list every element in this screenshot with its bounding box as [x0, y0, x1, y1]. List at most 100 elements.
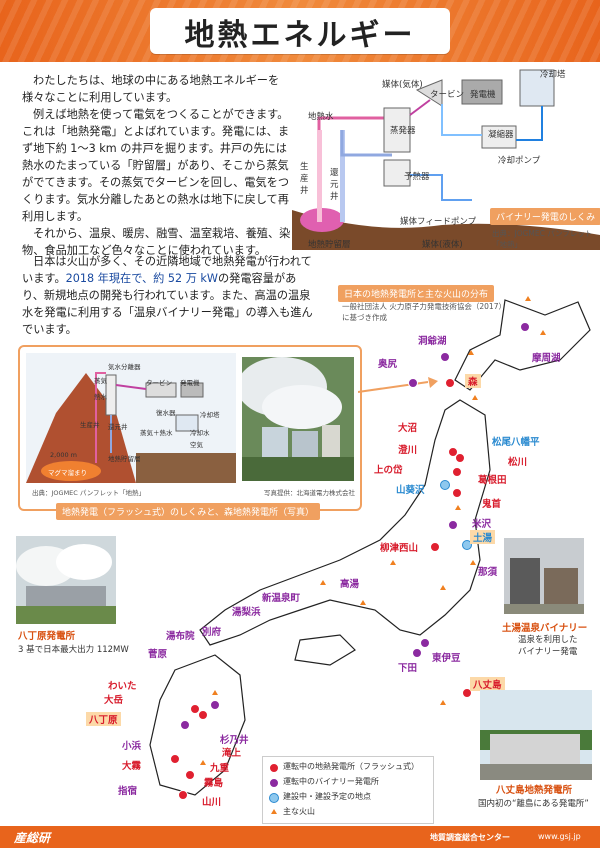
binary-label-cooling-pump: 冷却ポンプ — [498, 156, 541, 166]
marker-otake — [198, 710, 208, 720]
label-yufuin: 湯布院 — [166, 631, 195, 642]
marker-okushiri — [408, 378, 418, 388]
label-otake: 大岳 — [104, 695, 124, 706]
flash-source-left: 出典：JOGMEC パンフレット「地熱」 — [32, 489, 146, 497]
marker-yamagawa — [178, 790, 188, 800]
marker-beppu — [210, 700, 220, 710]
label-hachijo: 八丈島 — [470, 677, 505, 691]
label-shimoda: 下田 — [398, 663, 418, 674]
footer-url[interactable]: www.gsj.jp — [538, 832, 581, 841]
binary-label-turbine: タービン — [430, 90, 465, 100]
marker-obama — [180, 720, 190, 730]
label-matsuo: 松尾八幡平 — [492, 437, 540, 448]
flash-label-separator: 気水分離器 — [108, 363, 141, 371]
flash-label-steam-hot: 蒸気＋熱水 — [140, 429, 173, 437]
volcano-icon — [455, 505, 461, 510]
marker-hachijo — [462, 688, 472, 698]
flash-caption: 地熱発電（フラッシュ式）のしくみと、森地熱発電所（写真） — [56, 503, 321, 520]
label-waita: わいた — [108, 681, 137, 692]
hatchobaru-photo — [16, 536, 116, 624]
volcano-icon — [525, 296, 531, 301]
label-takayu: 高湯 — [340, 579, 360, 590]
binary-label-reinjection-well: 還元井 — [330, 168, 339, 202]
flash-label-water: 熱水 — [94, 393, 107, 401]
marker-yamakuzawa — [440, 480, 450, 490]
legend-purple-dot — [269, 778, 279, 788]
flash-label-reservoir: 地熱貯留層 — [108, 455, 141, 463]
label-higashiizu: 東伊豆 — [432, 653, 461, 664]
binary-label-reservoir: 地熱貯留層 — [308, 240, 351, 250]
intro-text: わたしたちは、地球の中にある地熱エネルギーを様々なことに利用しています。 例えば… — [22, 72, 292, 259]
binary-diagram: 媒体(気体) タービン 発電機 冷却塔 地熱水 蒸発器 凝縮器 冷却ポンプ 生産… — [292, 60, 600, 250]
volcano-icon — [540, 330, 546, 335]
label-uenotai: 上の岱 — [374, 465, 403, 476]
label-yanaizu: 柳津西山 — [380, 543, 419, 554]
flash-label-air: 空気 — [190, 441, 203, 449]
flash-diagram-svg — [26, 353, 236, 483]
intro-para-3: それから、温泉、暖房、融雪、温室栽培、養殖、染物、食品加工など色々なことに使われ… — [22, 227, 291, 257]
binary-label-production-well: 生産井 — [300, 162, 309, 196]
marker-toya — [440, 352, 450, 362]
marker-higashiizu — [420, 638, 430, 648]
japan-text-a: 日本は火山が多く、その近隣地域で地熱発電が行われています。 — [22, 255, 312, 285]
volcano-icon — [440, 585, 446, 590]
label-toya: 洞爺湖 — [418, 336, 447, 347]
marker-kirishima — [185, 770, 195, 780]
label-yamakuzawa: 山葵沢 — [396, 485, 425, 496]
label-yuzawa: 湯梨浜 — [232, 607, 261, 618]
hachijo-photo — [480, 690, 592, 780]
japan-text-b: の発電容量があり、新規地点の開発も行われています。また、高温の温泉水を発電に利用… — [22, 272, 313, 336]
volcano-icon — [470, 560, 476, 565]
map-legend: 運転中の地熱発電所（フラッシュ式） 運転中のバイナリー発電所 建設中・建設予定の… — [262, 756, 434, 824]
tsuchiyu-desc-1: 温泉を利用した — [518, 635, 578, 645]
map-title: 日本の地熱発電所と主な火山の分布 — [338, 285, 495, 302]
legend-red-dot — [269, 763, 279, 773]
capacity-highlight: 2018 年現在で、約 52 万 kW — [65, 272, 218, 285]
marker-mori — [445, 378, 455, 388]
flash-label-cold-water: 冷却水 — [190, 429, 210, 437]
flash-label-generator: 発電機 — [180, 379, 200, 387]
label-suginoi: 杉乃井 — [220, 735, 249, 746]
tsuchiyu-desc-2: バイナリー発電 — [518, 647, 578, 657]
label-tsuchiyu: 土湯 — [470, 530, 496, 544]
binary-label-cooling-tower: 冷却塔 — [540, 70, 566, 80]
flash-label-depth: 2,000 m — [50, 451, 78, 459]
binary-label-liquid: 媒体(液体) — [422, 240, 463, 250]
volcano-icon — [440, 700, 446, 705]
tsuchiyu-title: 土湯温泉バイナリー — [502, 623, 588, 634]
label-obama: 小浜 — [122, 741, 142, 752]
marker-mashu — [520, 322, 530, 332]
label-kuju2: 九重 — [210, 763, 230, 774]
flash-label-magma: マグマ溜まり — [48, 469, 87, 477]
title-box — [150, 8, 450, 54]
mori-plant-photo — [242, 357, 354, 481]
legend-volcano-icon — [271, 809, 277, 814]
label-shinonsen: 新温泉町 — [262, 593, 301, 604]
label-kakkonda: 葛根田 — [478, 475, 507, 486]
flash-label-cooling-tower: 冷却塔 — [200, 411, 220, 419]
flash-label-steam: 蒸気 — [94, 377, 107, 385]
marker-yonezawa — [448, 520, 458, 530]
legend-row: 運転中の地熱発電所（フラッシュ式） — [263, 760, 433, 775]
legend-row: 主な火山 — [263, 805, 433, 820]
label-beppu: 別府 — [202, 627, 222, 638]
label-hatchobaru: 八丁原 — [86, 712, 121, 726]
volcano-icon — [320, 580, 326, 585]
binary-diagram-svg — [292, 69, 600, 250]
volcano-icon — [390, 560, 396, 565]
binary-label-generator: 発電機 — [470, 90, 496, 100]
legend-row: 運転中のバイナリー発電所 — [263, 775, 433, 790]
legend-volcano: 主な火山 — [283, 807, 315, 816]
label-sumikawa: 澄川 — [398, 445, 418, 456]
marker-yanaizu — [430, 542, 440, 552]
label-okushiri: 奥尻 — [378, 359, 398, 370]
marker-onikobe — [452, 488, 462, 498]
binary-label-preheater: 予熱器 — [404, 172, 430, 182]
legend-flash: 運転中の地熱発電所（フラッシュ式） — [283, 762, 419, 771]
binary-label-evaporator: 蒸発器 — [390, 126, 416, 136]
flash-label-reinjection-well: 還元井 — [108, 423, 128, 431]
volcano-icon — [212, 690, 218, 695]
label-yonezawa: 米沢 — [472, 519, 492, 530]
hachijo-title: 八丈島地熱発電所 — [496, 785, 573, 796]
marker-uenotai — [452, 467, 462, 477]
